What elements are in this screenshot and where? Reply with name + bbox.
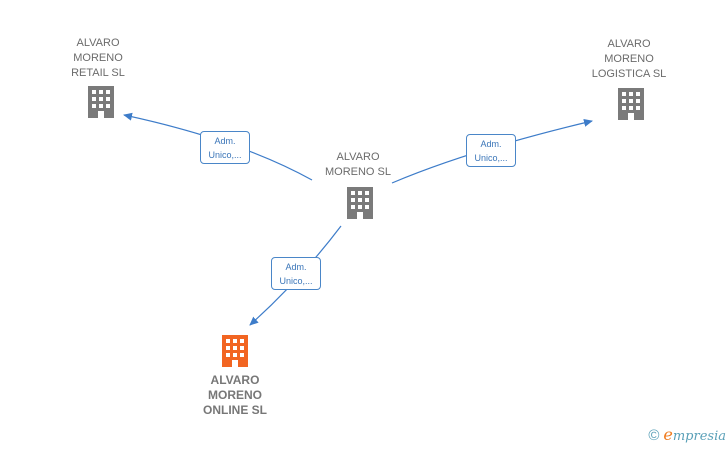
copyright-icon: © — [648, 427, 660, 444]
relation-role-detail: Unico,... — [474, 153, 508, 163]
relation-role: Adm. — [480, 139, 502, 149]
node-center-label: ALVARO MORENO SL — [324, 151, 391, 178]
relation-role: Adm. — [285, 262, 307, 272]
node-logistica-label: ALVARO MORENO LOGISTICA SL — [591, 38, 667, 80]
building-icon — [347, 187, 373, 219]
relation-role: Adm. — [214, 136, 236, 146]
relation-role-detail: Unico,... — [208, 150, 242, 160]
relation-label-online[interactable]: Adm. Unico,... — [271, 257, 321, 290]
node-center[interactable]: ALVARO MORENO SL — [318, 150, 398, 180]
building-icon — [222, 335, 248, 367]
relation-label-retail[interactable]: Adm. Unico,... — [200, 131, 250, 164]
node-retail-label: ALVARO MORENO RETAIL SL — [71, 37, 125, 79]
node-online[interactable]: ALVARO MORENO ONLINE SL — [189, 373, 281, 418]
node-logistica[interactable]: ALVARO MORENO LOGISTICA SL — [584, 37, 674, 82]
brand-logo-initial: e — [663, 425, 673, 444]
node-retail[interactable]: ALVARO MORENO RETAIL SL — [58, 36, 138, 81]
building-icon — [88, 86, 114, 118]
relation-label-logistica[interactable]: Adm. Unico,... — [466, 134, 516, 167]
node-online-label: ALVARO MORENO ONLINE SL — [202, 373, 267, 417]
relation-role-detail: Unico,... — [279, 276, 313, 286]
footer-copyright: ©empresia — [648, 425, 726, 444]
building-icon — [618, 88, 644, 120]
brand-logo-text: mpresia — [672, 429, 726, 444]
